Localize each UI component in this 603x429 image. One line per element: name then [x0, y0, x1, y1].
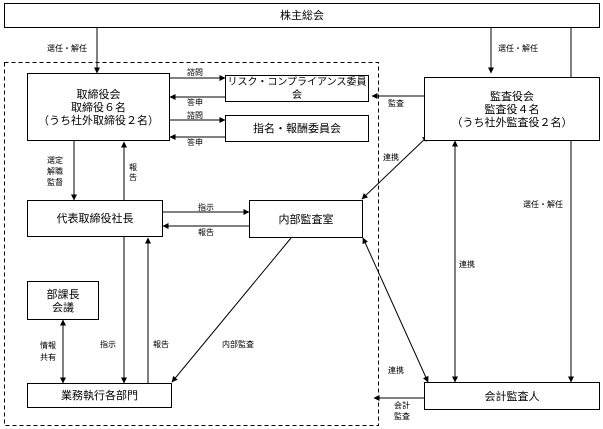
label-audit: 監査: [388, 99, 404, 108]
label-elect-dismiss-right: 選任・解任: [523, 200, 563, 209]
department-managers-meeting-node: 部課長 会議: [27, 281, 99, 320]
label-share-info: 情報共有: [40, 341, 56, 362]
label-elect-dismiss-left: 選任・解任: [47, 44, 87, 53]
label-collab-2: 連携: [459, 260, 475, 269]
label-report-board: 報告: [129, 163, 137, 182]
label-report-back-1: 答申: [187, 98, 203, 107]
president-node: 代表取締役社長: [27, 200, 163, 237]
accounting-auditor-node: 会計監査人: [424, 382, 600, 410]
label-report-depts: 報告: [153, 340, 169, 349]
label-elect-dismiss-mid: 選任・解任: [498, 44, 538, 53]
risk-compliance-committee-node: リスク・コンプライアンス委員会: [225, 75, 369, 102]
label-internal-audit-edge: 内部監査: [222, 340, 254, 349]
label-accounting-audit: 会計監査: [394, 401, 410, 421]
label-collab-1: 連携: [383, 153, 399, 162]
label-report-back-2: 答申: [187, 138, 203, 147]
board-of-directors-node: 取締役会 取締役６名 （うち社外取締役２名）: [27, 73, 170, 141]
label-consult-1: 諮問: [187, 68, 203, 77]
label-instruct-internal-audit: 指示: [198, 203, 214, 212]
label-collab-3: 連携: [388, 366, 404, 375]
label-select-dismiss-supervise: 選定解職監督: [47, 156, 63, 187]
audit-and-supervisory-board-node: 監査役会 監査役４名 （うち社外監査役２名）: [424, 77, 600, 141]
label-consult-2: 諮問: [187, 111, 203, 120]
business-departments-node: 業務執行各部門: [27, 383, 172, 408]
shareholders-meeting-node: 株主総会: [4, 3, 600, 28]
internal-audit-office-node: 内部監査室: [249, 200, 363, 238]
label-report-internal-audit: 報告: [198, 228, 214, 237]
nomination-compensation-committee-node: 指名・報酬委員会: [225, 115, 369, 142]
label-instruct-depts: 指示: [100, 340, 116, 349]
